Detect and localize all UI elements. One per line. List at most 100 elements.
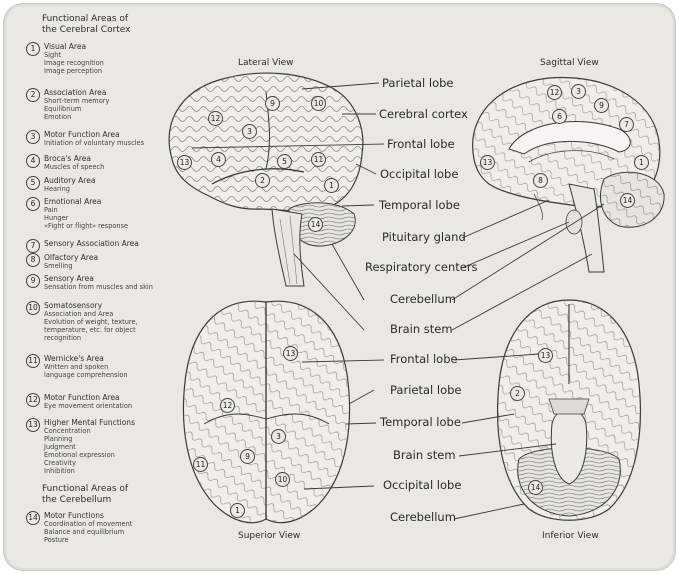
legend-area-name: Higher Mental Functions (44, 418, 135, 427)
sagittal-area-marker: 14 (620, 193, 635, 208)
legend-area-detail: Concentration (44, 427, 91, 435)
legend-number-badge: 4 (26, 154, 40, 168)
label-occipital-lobe-bottom: Occipital lobe (383, 478, 462, 492)
lateral-area-marker: 5 (277, 154, 292, 169)
legend-area-detail: Initiation of voluntary muscles (44, 139, 145, 147)
superior-area-marker: 11 (193, 457, 208, 472)
legend-area-detail: Evolution of weight, texture, (44, 318, 138, 326)
legend-area-detail: Sensation from muscles and skin (44, 283, 153, 291)
lateral-area-marker: 1 (324, 178, 339, 193)
legend-area-name: Auditory Area (44, 176, 96, 185)
legend-number-badge: 14 (26, 511, 40, 525)
legend-area-detail: temperature, etc. for object (44, 326, 136, 334)
legend-number-badge: 7 (26, 239, 40, 253)
legend-area-name: Visual Area (44, 42, 87, 51)
sagittal-area-marker: 8 (533, 173, 548, 188)
lateral-view-title: Lateral View (238, 58, 294, 68)
legend-area-detail: Hunger (44, 214, 69, 222)
lateral-area-marker: 14 (308, 217, 323, 232)
legend-area-name: Sensory Area (44, 274, 94, 283)
legend-number-badge: 13 (26, 418, 40, 432)
legend-area-detail: Inhibition (44, 467, 75, 475)
legend-number-badge: 9 (26, 274, 40, 288)
superior-area-marker: 13 (283, 346, 298, 361)
sagittal-area-marker: 9 (594, 98, 609, 113)
legend-number-badge: 5 (26, 176, 40, 190)
leader-lines (191, 82, 605, 520)
legend-area-detail: language comprehension (44, 371, 128, 379)
lateral-area-marker: 13 (177, 155, 192, 170)
legend-area-detail: Creativity (44, 459, 76, 467)
label-brain-stem-top: Brain stem (390, 322, 453, 336)
legend-area-name: Wernicke's Area (44, 354, 104, 363)
superior-brain (182, 300, 351, 524)
legend-number-badge: 11 (26, 354, 40, 368)
lateral-area-marker: 10 (311, 96, 326, 111)
lateral-area-marker: 3 (242, 124, 257, 139)
label-frontal-lobe: Frontal lobe (387, 137, 455, 151)
lateral-area-marker: 9 (265, 96, 280, 111)
legend-area-name: Motor Function Area (44, 130, 120, 139)
sagittal-view-title: Sagittal View (540, 58, 599, 68)
legend-area-detail: Short-term memory (44, 97, 110, 105)
inferior-view-title: Inferior View (542, 531, 599, 541)
legend-area-detail: Written and spoken (44, 363, 109, 371)
superior-view-title: Superior View (238, 531, 301, 541)
sagittal-area-marker: 6 (552, 109, 567, 124)
legend-title-cerebellum: Functional Areas of the Cerebellum (42, 484, 129, 505)
lateral-area-marker: 4 (211, 152, 226, 167)
label-frontal-lobe-bottom: Frontal lobe (390, 352, 458, 366)
legend-area-name: Emotional Area (44, 197, 102, 206)
legend-area-detail: Equilibrium (44, 105, 82, 113)
label-parietal-lobe: Parietal lobe (382, 76, 454, 90)
legend-area-detail: Emotion (44, 113, 72, 121)
label-pituitary-gland: Pituitary gland (382, 230, 466, 244)
legend-area-detail: Image recognition (44, 59, 104, 67)
legend-area-detail: Planning (44, 435, 73, 443)
sagittal-area-marker: 1 (634, 155, 649, 170)
legend-area-detail: Balance and equilibrium (44, 528, 125, 536)
legend-number-badge: 6 (26, 197, 40, 211)
label-temporal-lobe-bottom: Temporal lobe (380, 415, 461, 429)
legend-area-detail: Sight (44, 51, 61, 59)
lateral-area-marker: 11 (311, 152, 326, 167)
legend-area-detail: Pain (44, 206, 58, 214)
inferior-brain (497, 299, 641, 521)
inferior-area-marker: 13 (538, 348, 553, 363)
sagittal-brain (472, 76, 665, 273)
legend-area-detail: Eye movement orientation (44, 402, 133, 410)
superior-area-marker: 10 (275, 472, 290, 487)
label-cerebellum-bottom: Cerebellum (390, 510, 456, 524)
label-brain-stem-bottom: Brain stem (393, 448, 456, 462)
legend-number-badge: 3 (26, 130, 40, 144)
label-cerebellum-top: Cerebellum (390, 292, 456, 306)
inferior-area-marker: 14 (528, 480, 543, 495)
label-temporal-lobe: Temporal lobe (379, 198, 460, 212)
superior-area-marker: 1 (230, 503, 245, 518)
legend-area-detail: Coordination of movement (44, 520, 133, 528)
legend-number-badge: 2 (26, 88, 40, 102)
legend-text: Sensory Association Area (44, 239, 139, 248)
sagittal-area-marker: 12 (547, 85, 562, 100)
legend-area-detail: Smelling (44, 262, 73, 270)
mousepad: Functional Areas of the Cerebral Cortex … (3, 3, 676, 571)
legend-title: Functional Areas of the Cerebral Cortex (42, 14, 131, 35)
legend-area-detail: Hearing (44, 185, 70, 193)
legend-area-detail: «Fight or flight» response (44, 222, 129, 230)
legend-area-name: Sensory Association Area (44, 239, 139, 248)
legend-area-detail: Muscles of speech (44, 163, 105, 171)
sagittal-area-marker: 7 (619, 117, 634, 132)
legend-area-name: Association Area (44, 88, 107, 97)
